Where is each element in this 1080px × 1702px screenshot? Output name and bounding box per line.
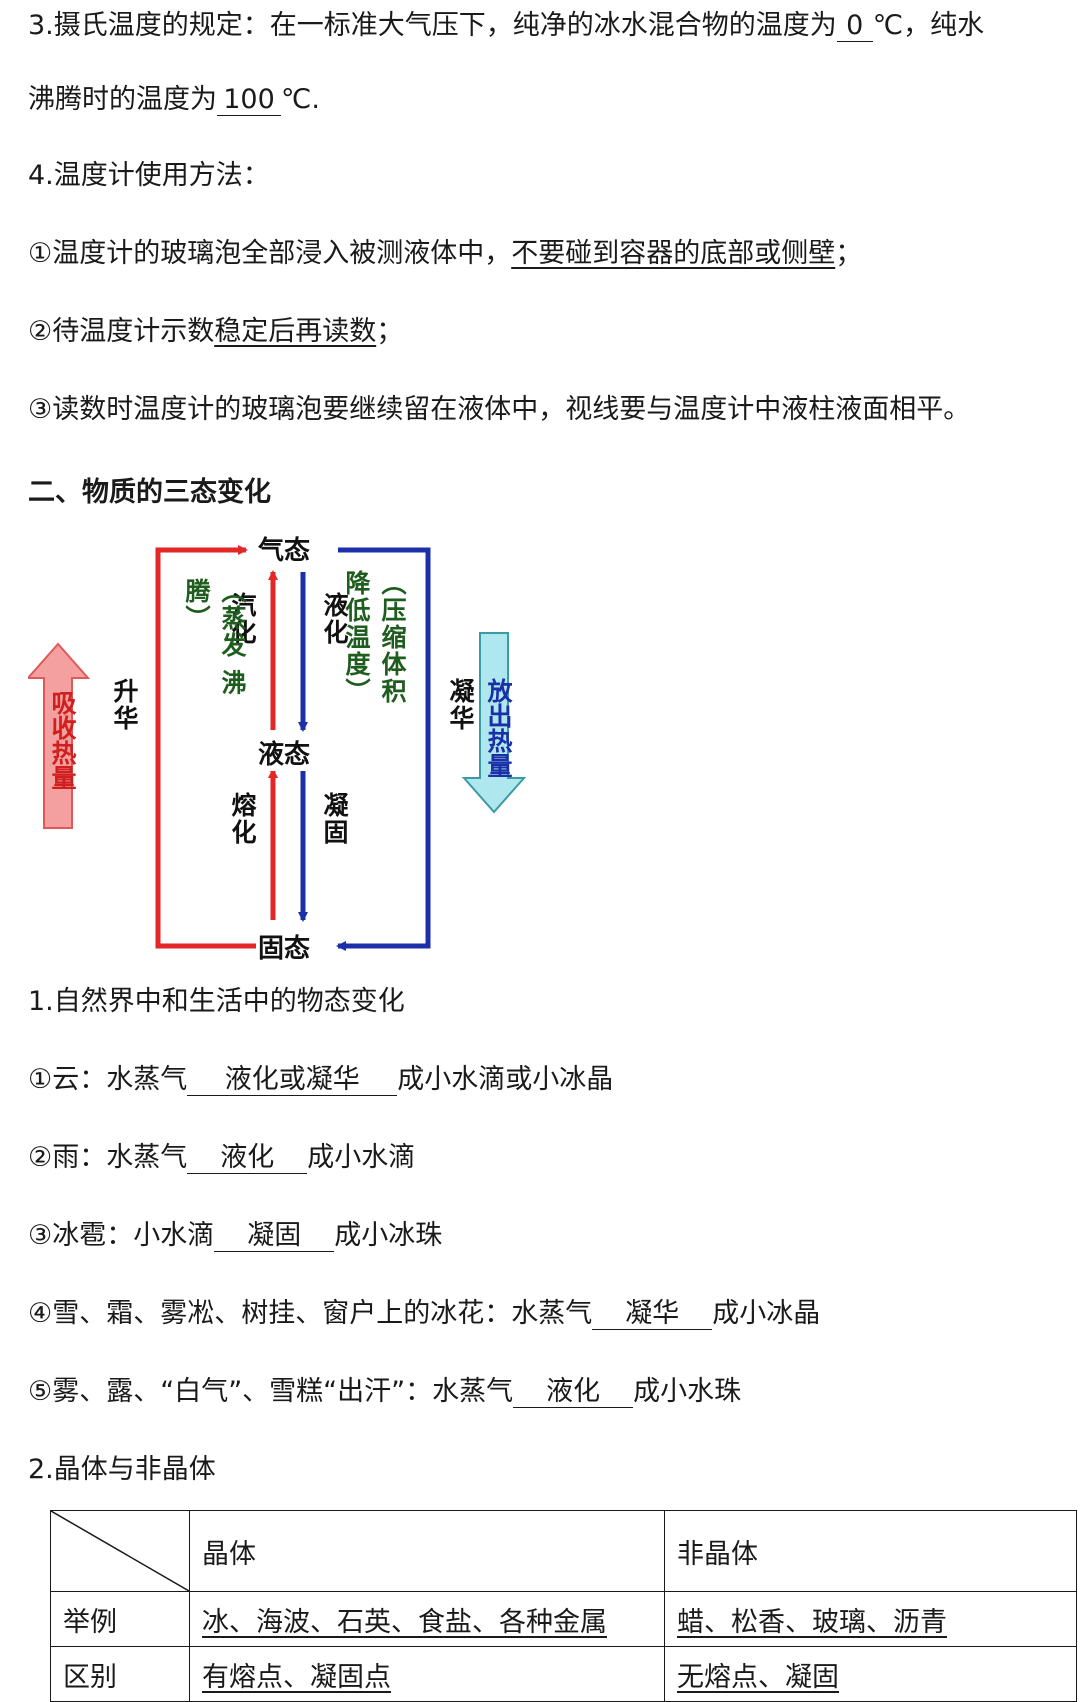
natural-item-hail: ③冰雹：小水滴凝固成小冰珠	[28, 1220, 443, 1252]
deposition-arrow	[336, 547, 431, 951]
vaporization-label: 汽化	[228, 592, 257, 646]
natural-item-rain: ②雨：水蒸气液化成小水滴	[28, 1142, 416, 1174]
liquefaction-methods-label: （压缩体积 降低温度）	[342, 570, 407, 705]
row-label-examples: 举例	[50, 1591, 190, 1647]
natural-item-snow: ④雪、霜、雾凇、树挂、窗户上的冰花：水蒸气凝华成小冰晶	[28, 1298, 821, 1330]
crystal-comparison-table: 晶体 非晶体 举例 冰、海波、石英、食盐、各种金属 蜡、松香、玻璃、沥青 区别 …	[50, 1510, 1077, 1702]
table-row: 区别 有熔点、凝固点 无熔点、凝固	[50, 1646, 1077, 1702]
amorphous-examples: 蜡、松香、玻璃、沥青	[677, 1606, 947, 1638]
thermometer-rule-3: ③读数时温度计的玻璃泡要继续留在液体中，视线要与温度计中液柱液面相平。	[28, 394, 971, 425]
state-change-diagram: 气态 液态 固态 汽化 （蒸发 沸腾） 液化 （压缩体积 降低温度） 熔化 凝固…	[28, 530, 548, 965]
natural-item-cloud: ①云：水蒸气液化或凝华成小水滴或小冰晶	[28, 1064, 614, 1096]
ice-water-temp-blank: 0	[836, 11, 873, 42]
liquid-state-label: 液态	[256, 734, 313, 771]
melting-label: 熔化	[228, 792, 257, 846]
header-amorphous: 非晶体	[664, 1510, 1077, 1592]
gas-state-label: 气态	[256, 530, 313, 567]
thermometer-rule-2: ②待温度计示数稳定后再读数；	[28, 316, 404, 347]
vaporization-methods-label: （蒸发 沸腾）	[182, 578, 247, 697]
sublimation-label: 升华	[110, 678, 139, 732]
absorb-heat-arrow	[28, 642, 91, 829]
row-label-difference: 区别	[50, 1646, 190, 1702]
header-crystal: 晶体	[189, 1510, 665, 1592]
natural-changes-title: 1.自然界中和生活中的物态变化	[28, 986, 405, 1017]
states-of-matter-heading: 二、物质的三态变化	[28, 477, 271, 508]
deposition-label: 凝华	[446, 678, 475, 732]
release-heat-label: 放出热量	[484, 678, 513, 778]
absorb-heat-label: 吸收热量	[48, 690, 77, 790]
liquefaction-label: 液化	[320, 592, 349, 646]
natural-item-fog: ⑤雾、露、“白气”、雪糕“出汗”：水蒸气液化成小水珠	[28, 1376, 742, 1408]
release-heat-arrow	[461, 632, 527, 814]
amorphous-difference: 无熔点、凝固	[677, 1661, 839, 1693]
crystal-difference: 有熔点、凝固点	[202, 1661, 391, 1693]
state-change-arrows	[28, 545, 527, 951]
thermometer-usage-title: 4.温度计使用方法：	[28, 160, 270, 191]
thermometer-rule-1: ①温度计的玻璃泡全部浸入被测液体中，不要碰到容器的底部或侧壁；	[28, 238, 863, 269]
crystal-examples: 冰、海波、石英、食盐、各种金属	[202, 1606, 607, 1638]
table-corner-cell	[50, 1510, 190, 1592]
sublimation-arrow	[155, 545, 260, 949]
boiling-temp-blank: 100	[217, 85, 281, 116]
crystal-section-title: 2.晶体与非晶体	[28, 1454, 216, 1485]
freezing-label: 凝固	[320, 792, 349, 846]
table-row: 举例 冰、海波、石英、食盐、各种金属 蜡、松香、玻璃、沥青	[50, 1591, 1077, 1647]
diagonal-divider	[51, 1511, 189, 1591]
table-header-row: 晶体 非晶体	[50, 1510, 1077, 1592]
solid-state-label: 固态	[256, 928, 313, 965]
